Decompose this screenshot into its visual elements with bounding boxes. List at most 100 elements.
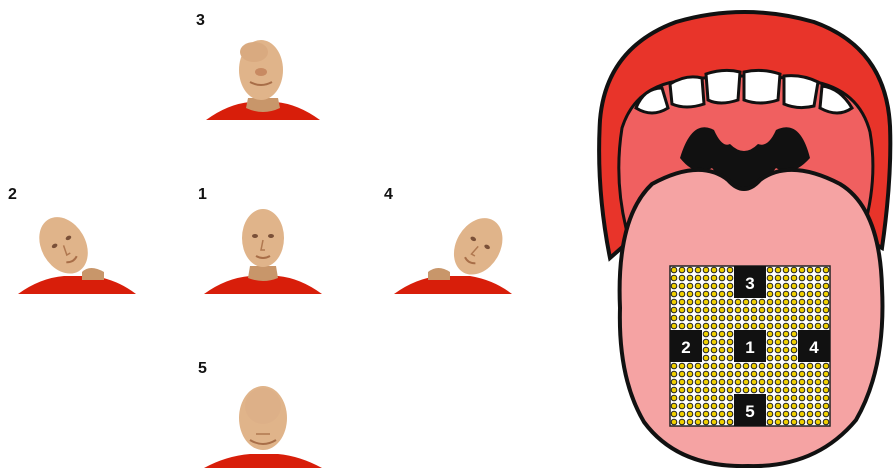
electrode-dot (727, 419, 733, 425)
electrode-dot (751, 379, 757, 385)
electrode-dot (743, 307, 749, 313)
electrode-dot (815, 411, 821, 417)
electrode-dot (791, 283, 797, 289)
electrode-dot (671, 307, 677, 313)
electrode-dot (767, 275, 773, 281)
electrode-dot (791, 379, 797, 385)
electrode-dot (783, 403, 789, 409)
electrode-dot (679, 387, 685, 393)
electrode-dot (815, 387, 821, 393)
electrode-dot (719, 419, 725, 425)
electrode-dot (783, 371, 789, 377)
electrode-dot (671, 387, 677, 393)
electrode-dot (671, 315, 677, 321)
electrode-dot (767, 419, 773, 425)
electrode-dot (719, 379, 725, 385)
electrode-dot (711, 403, 717, 409)
electrode-dot (791, 307, 797, 313)
electrode-dot (799, 387, 805, 393)
electrode-dot (719, 411, 725, 417)
electrode-dot (783, 411, 789, 417)
head-5-label: 5 (198, 360, 207, 378)
electrode-dot (735, 315, 741, 321)
electrode-dot (679, 315, 685, 321)
electrode-dot (695, 419, 701, 425)
electrode-dot (703, 323, 709, 329)
electrode-dot (727, 323, 733, 329)
electrode-dot (679, 395, 685, 401)
electrode-dot (807, 291, 813, 297)
electrode-dot (695, 395, 701, 401)
electrode-dot (783, 379, 789, 385)
electrode-dot (727, 371, 733, 377)
electrode-dot (799, 323, 805, 329)
electrode-dot (767, 387, 773, 393)
electrode-dot (703, 299, 709, 305)
electrode-dot (791, 371, 797, 377)
electrode-dot (815, 363, 821, 369)
electrode-dot (791, 387, 797, 393)
electrode-dot (687, 299, 693, 305)
electrode-dot (703, 331, 709, 337)
electrode-dot (791, 339, 797, 345)
electrode-dot (719, 347, 725, 353)
electrode-dot (671, 283, 677, 289)
electrode-dot (703, 411, 709, 417)
electrode-dot (775, 395, 781, 401)
electrode-dot (711, 339, 717, 345)
electrode-dot (807, 323, 813, 329)
electrode-dot (719, 355, 725, 361)
electrode-dot (823, 387, 829, 393)
electrode-dot (775, 371, 781, 377)
electrode-dot (759, 387, 765, 393)
electrode-dot (799, 275, 805, 281)
electrode-dot (815, 291, 821, 297)
electrode-dot (743, 387, 749, 393)
electrode-dot (775, 267, 781, 273)
electrode-dot (815, 323, 821, 329)
electrode-dot (759, 307, 765, 313)
electrode-dot (695, 387, 701, 393)
electrode-dot (775, 339, 781, 345)
electrode-dot (679, 371, 685, 377)
electrode-dot (823, 283, 829, 289)
electrode-dot (791, 363, 797, 369)
electrode-dot (815, 315, 821, 321)
electrode-dot (679, 363, 685, 369)
electrode-dot (791, 411, 797, 417)
electrode-dot (807, 267, 813, 273)
electrode-dot (671, 379, 677, 385)
electrode-dot (807, 299, 813, 305)
electrode-dot (791, 355, 797, 361)
electrode-dot (695, 283, 701, 289)
electrode-dot (767, 299, 773, 305)
electrode-dot (807, 387, 813, 393)
electrode-dot (727, 299, 733, 305)
electrode-dot (799, 267, 805, 273)
electrode-dot (815, 307, 821, 313)
electrode-dot (711, 411, 717, 417)
electrode-dot (719, 371, 725, 377)
electrode-dot (775, 379, 781, 385)
electrode-dot (807, 395, 813, 401)
electrode-dot (687, 283, 693, 289)
electrode-dot (823, 379, 829, 385)
electrode-dot (759, 323, 765, 329)
electrode-dot (783, 419, 789, 425)
electrode-dot (783, 339, 789, 345)
electrode-dot (727, 307, 733, 313)
electrode-dot (679, 283, 685, 289)
electrode-dot (671, 267, 677, 273)
electrode-dot (783, 347, 789, 353)
electrode-dot (767, 323, 773, 329)
electrode-dot (687, 403, 693, 409)
electrode-dot (711, 363, 717, 369)
electrode-dot (767, 395, 773, 401)
electrode-dot (743, 315, 749, 321)
electrode-dot (791, 419, 797, 425)
electrode-dot (671, 371, 677, 377)
electrode-dot (711, 299, 717, 305)
electrode-dot (823, 323, 829, 329)
electrode-dot (679, 291, 685, 297)
electrode-dot (703, 355, 709, 361)
